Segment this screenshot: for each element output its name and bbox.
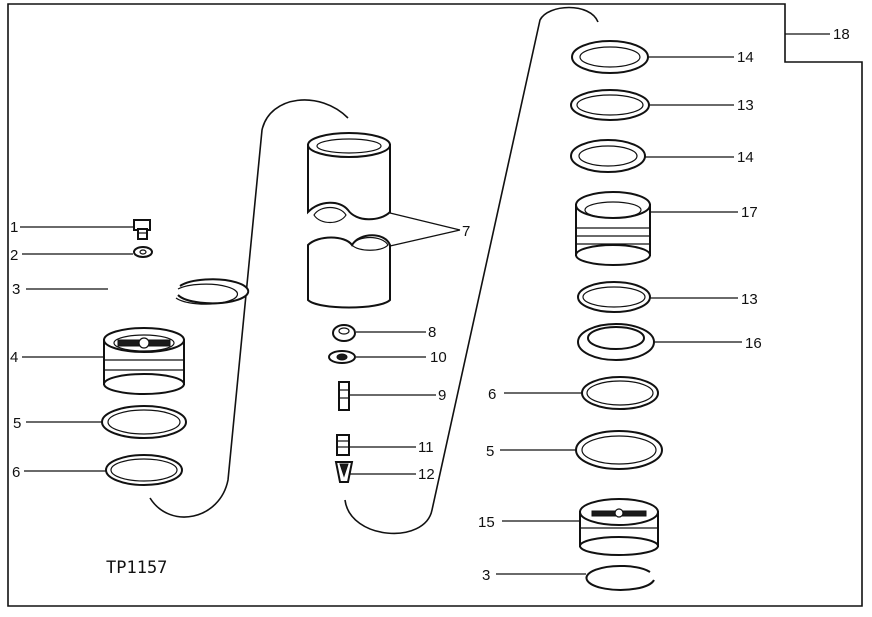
callout-5-left: 5 [13, 415, 21, 432]
ring-part-14-top [571, 40, 649, 74]
connector-left [149, 99, 349, 518]
frame-border [7, 3, 863, 607]
ring-part-13-top [570, 89, 650, 121]
ring-part-13-lower [577, 281, 651, 313]
snap-ring-part-3-right [585, 564, 655, 591]
valve-part-12 [334, 461, 354, 483]
callout-5-right: 5 [486, 443, 494, 460]
callout-14-top: 14 [737, 49, 754, 66]
reference-code: TP1157 [106, 558, 167, 578]
callout-3-left: 3 [12, 281, 20, 298]
callout-15: 15 [478, 514, 495, 531]
seal-ring-part-5-right [575, 430, 663, 470]
callout-14-middle: 14 [737, 149, 754, 166]
tube-upper-part [307, 132, 391, 224]
callout-7: 7 [462, 223, 470, 240]
callout-3-right: 3 [482, 567, 490, 584]
tube-lower-part [307, 234, 391, 309]
snap-ring-part [175, 278, 250, 305]
callout-13-lower: 13 [741, 291, 758, 308]
callout-2: 2 [10, 247, 18, 264]
piston-part-15 [579, 498, 659, 556]
gland-part-17 [575, 191, 651, 266]
ring-part-14-middle [570, 139, 646, 173]
callout-4: 4 [10, 349, 18, 366]
callout-8: 8 [428, 324, 436, 341]
callout-6-right: 6 [488, 386, 496, 403]
callout-10: 10 [430, 349, 447, 366]
connector-middle [344, 6, 599, 535]
backup-ring-part-6-right [581, 376, 659, 410]
cap-part-8 [332, 324, 356, 342]
callout-13-top: 13 [737, 97, 754, 114]
washer-part [133, 246, 153, 258]
callout-18: 18 [833, 26, 850, 43]
seal-ring-part-5-left [101, 405, 187, 439]
backup-ring-part-6-left [105, 454, 183, 486]
callout-12: 12 [418, 466, 435, 483]
callout-6-left: 6 [12, 464, 20, 481]
callout-16: 16 [745, 335, 762, 352]
wiper-part-16 [577, 323, 655, 361]
callout-1: 1 [10, 219, 18, 236]
callout-9: 9 [438, 387, 446, 404]
bolt-part [133, 219, 151, 240]
washer-part-10 [328, 350, 356, 364]
callout-17: 17 [741, 204, 758, 221]
fitting-part-11 [336, 434, 350, 456]
piston-part [103, 327, 185, 395]
leader-lines [20, 33, 830, 575]
fitting-part-9 [338, 381, 350, 411]
callout-11: 11 [418, 439, 434, 456]
